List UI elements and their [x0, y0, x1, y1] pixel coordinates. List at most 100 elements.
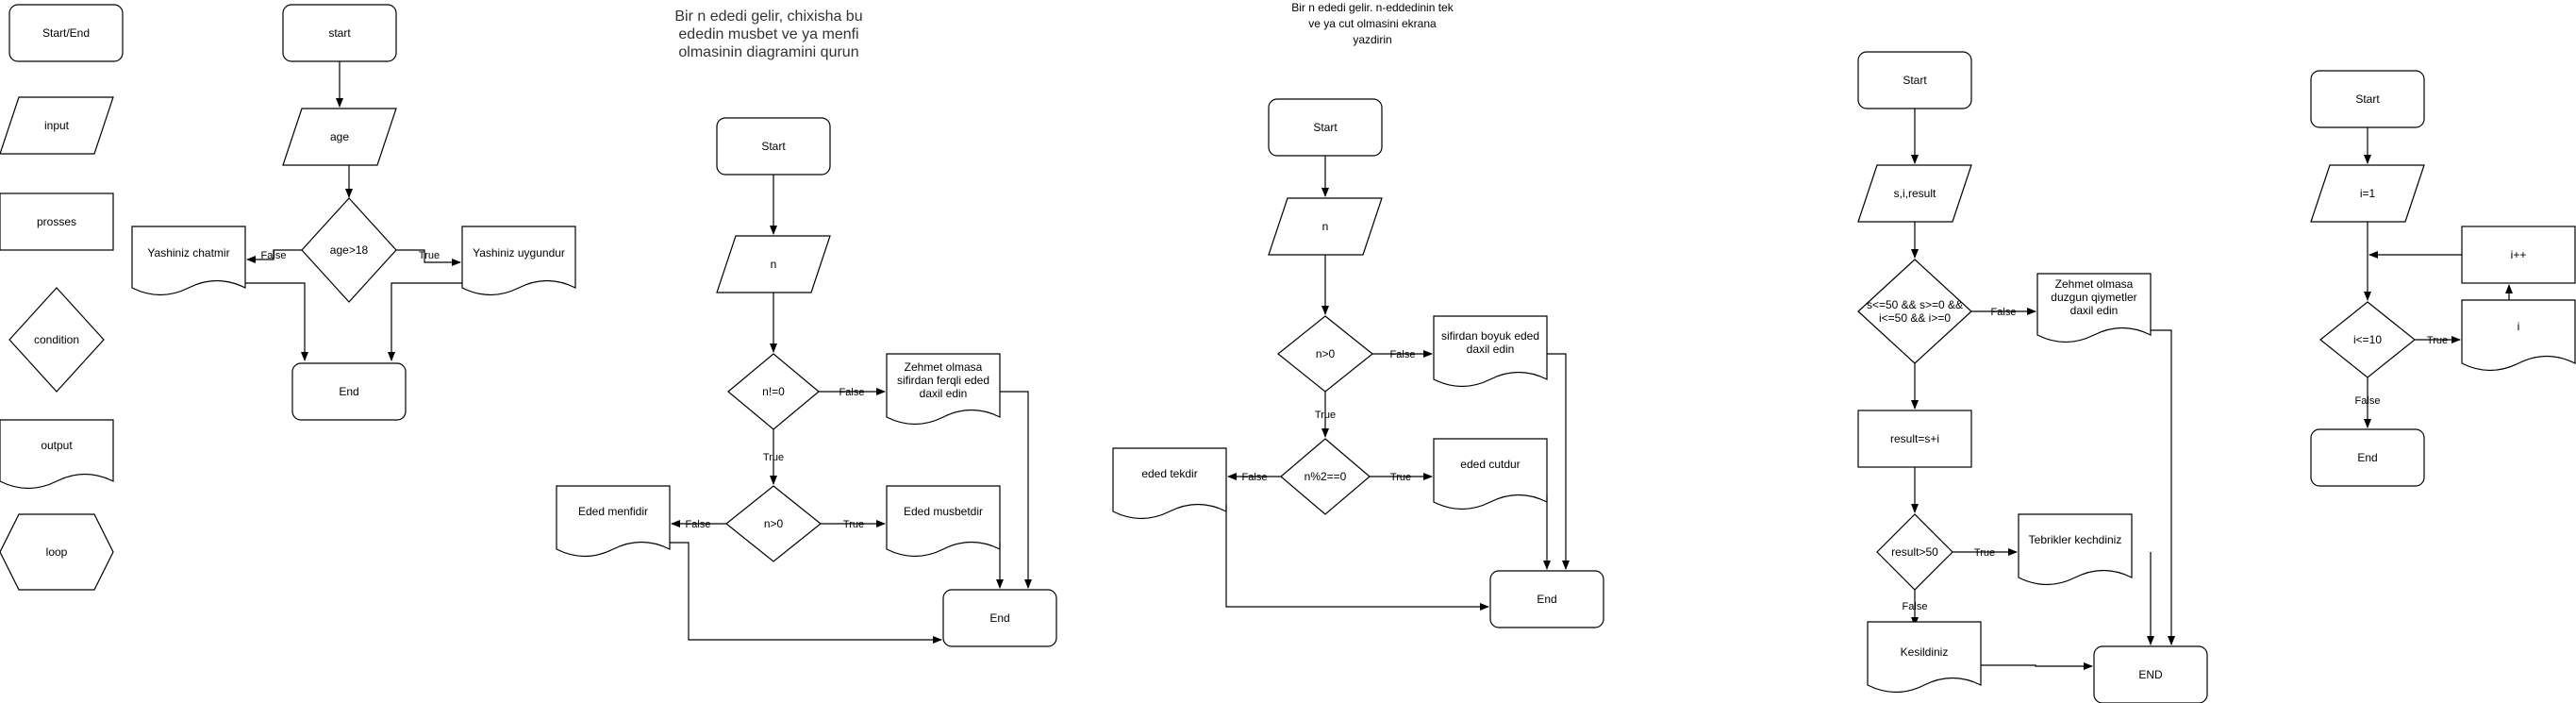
- flow2-output-zero-node[interactable]: [886, 353, 1001, 426]
- flow3-caption-line1: Bir n ededi gelir. n-eddedinin tek: [1291, 1, 1454, 14]
- flow4-process-label: result=s+i: [1890, 432, 1939, 445]
- flow4-cond1-line1: s<=50 && s>=0 &&: [1867, 298, 1963, 311]
- flow1-edge-false: [246, 249, 302, 263]
- flow2-cond2-node[interactable]: [725, 485, 822, 562]
- flow5-start-label: Start: [2355, 92, 2380, 106]
- flowchart-parity: Bir n ededi gelir. n-eddedinin tek ve ya…: [1112, 1, 1604, 628]
- flow3-output-odd-node[interactable]: [1112, 447, 1227, 520]
- flow5-process-node[interactable]: [2310, 164, 2425, 223]
- flow4-process-node[interactable]: [1857, 410, 1972, 468]
- flow4-edge-err-end: [2151, 329, 2175, 645]
- flow5-end-node[interactable]: [2310, 428, 2425, 487]
- flow3-cond2-node[interactable]: [1280, 438, 1371, 515]
- flow2-end-node[interactable]: [942, 589, 1057, 647]
- flow2-cond1-label: n!=0: [762, 385, 785, 398]
- flow1-input-node[interactable]: [282, 108, 397, 166]
- flow5-cond-label: i<=10: [2353, 333, 2382, 346]
- flow4-cond2-label: result>50: [1891, 545, 1938, 559]
- flow4-output-err-node[interactable]: [2036, 273, 2152, 343]
- flow2-caption-line1: Bir n ededi gelir, chixisha bu: [674, 8, 862, 25]
- flow4-output-err-line3: daxil edin: [2070, 304, 2119, 317]
- flow4-cond1-line2: i<=50 && i>=0: [1879, 311, 1951, 325]
- flow1-end-node[interactable]: [291, 362, 407, 421]
- flow4-output-err-line2: duzgun qiymetler: [2051, 291, 2136, 304]
- flow1-output-false-label: Yashiniz chatmir: [147, 246, 229, 259]
- flow4-cond2-true-label: True: [1974, 547, 1995, 559]
- flow1-true-label: True: [419, 250, 440, 261]
- flow5-cond-false-label: False: [2355, 395, 2381, 407]
- flow3-start-label: Start: [1313, 121, 1338, 134]
- flow1-cond-node[interactable]: [301, 197, 397, 303]
- flow2-output-zero-line2: sifirdan ferqli eded: [897, 374, 989, 387]
- flow3-output-err-line1: sifirdan boyuk eded: [1441, 329, 1539, 343]
- flow3-output-err-line2: daxil edin: [1467, 343, 1515, 356]
- legend-condition-shape[interactable]: [8, 287, 105, 393]
- flow3-end-node[interactable]: [1489, 570, 1604, 628]
- flow4-input-node[interactable]: [1857, 164, 1972, 223]
- flow4-output-pass-label: Tebrikler kechdiniz: [2029, 533, 2122, 546]
- flow2-input-node[interactable]: [716, 235, 831, 293]
- flow3-output-even-label: eded cutdur: [1460, 458, 1520, 471]
- legend-input-label: input: [44, 119, 70, 132]
- flow3-input-label: n: [1322, 220, 1329, 233]
- flow3-output-odd-label: eded tekdir: [1141, 467, 1197, 480]
- legend-loop-label: loop: [46, 545, 68, 559]
- flow4-output-err-line1: Zehmet olmasa: [2055, 277, 2134, 291]
- flow2-output-zero-line1: Zehmet olmasa: [905, 360, 983, 374]
- legend-process-shape[interactable]: [0, 192, 114, 251]
- flow3-cond1-false-label: False: [1390, 349, 1416, 360]
- legend-start-end-shape[interactable]: [8, 4, 124, 62]
- legend-process-label: prosses: [37, 215, 76, 228]
- flow3-cond1-label: n>0: [1316, 347, 1336, 360]
- flow1-output-true-node[interactable]: [461, 226, 576, 296]
- flow2-start-label: Start: [761, 140, 786, 153]
- flow2-caption-line2: ededin musbet ve ya menfi: [678, 26, 858, 42]
- flow5-cond-true-label: True: [2427, 335, 2448, 346]
- flow2-output-neg-node[interactable]: [556, 485, 671, 558]
- flow2-output-pos-node[interactable]: [886, 485, 1001, 558]
- flow2-cond2-false-label: False: [686, 519, 711, 530]
- flow2-edge-zero-end: [1000, 391, 1032, 589]
- flow3-output-even-node[interactable]: [1433, 438, 1548, 511]
- legend-input-shape[interactable]: [0, 96, 114, 155]
- legend-loop-shape[interactable]: [0, 513, 114, 591]
- flow3-output-err-node[interactable]: [1433, 315, 1548, 388]
- flow4-start-label: Start: [1903, 74, 1927, 87]
- flow5-increment-node[interactable]: [2461, 226, 2576, 284]
- flow1-false-label: False: [261, 250, 287, 261]
- legend-output-shape[interactable]: [0, 419, 114, 490]
- flow3-edge-odd-end: [1225, 505, 1489, 611]
- flow4-output-pass-node[interactable]: [2018, 513, 2133, 586]
- flowchart-sign: Bir n ededi gelir, chixisha bu ededin mu…: [556, 8, 1057, 647]
- flow2-cond1-true-label: True: [763, 452, 784, 463]
- flow5-increment-label: i++: [2511, 248, 2527, 261]
- flowchart-result: Start s,i,result s<=50 && s>=0 && i<=50 …: [1857, 51, 2208, 703]
- flow2-cond2-label: n>0: [764, 517, 784, 530]
- flow5-output-node[interactable]: [2461, 299, 2576, 372]
- flow1-end-label: End: [339, 385, 358, 398]
- flow3-caption-line3: yazdirin: [1353, 33, 1391, 46]
- flow2-output-neg-label: Eded menfidir: [578, 505, 648, 518]
- legend-condition-label: condition: [34, 333, 79, 346]
- flow2-cond1-false-label: False: [839, 387, 865, 398]
- flow3-caption-line2: ve ya cut olmasini ekrana: [1308, 17, 1437, 30]
- flow3-end-label: End: [1537, 593, 1556, 606]
- flowchart-loop: Start i=1 i<=10 True i i++ False End: [2310, 70, 2576, 487]
- legend-start-end-label: Start/End: [42, 26, 90, 40]
- flow1-edge-true-end: [388, 282, 462, 361]
- flow4-edge-fail-end: [1981, 662, 2093, 670]
- flow4-end-node[interactable]: [2093, 645, 2208, 703]
- flow2-caption-line3: olmasinin diagramini qurun: [678, 44, 858, 60]
- flow5-end-label: End: [2357, 451, 2377, 464]
- flow4-output-fail-node[interactable]: [1867, 621, 1982, 694]
- flow3-input-node[interactable]: [1268, 197, 1383, 256]
- flow1-start-label: start: [328, 26, 351, 40]
- flow1-output-false-node[interactable]: [131, 226, 246, 296]
- flow4-output-fail-label: Kesildiniz: [1901, 645, 1949, 659]
- flow3-edge-err-end: [1547, 353, 1570, 570]
- flow3-cond2-false-label: False: [1242, 472, 1268, 483]
- flow1-output-true-label: Yashiniz uygundur: [473, 246, 565, 259]
- legend: Start/End input prosses condition output…: [0, 4, 124, 591]
- flow2-output-zero-line3: daxil edin: [920, 387, 968, 400]
